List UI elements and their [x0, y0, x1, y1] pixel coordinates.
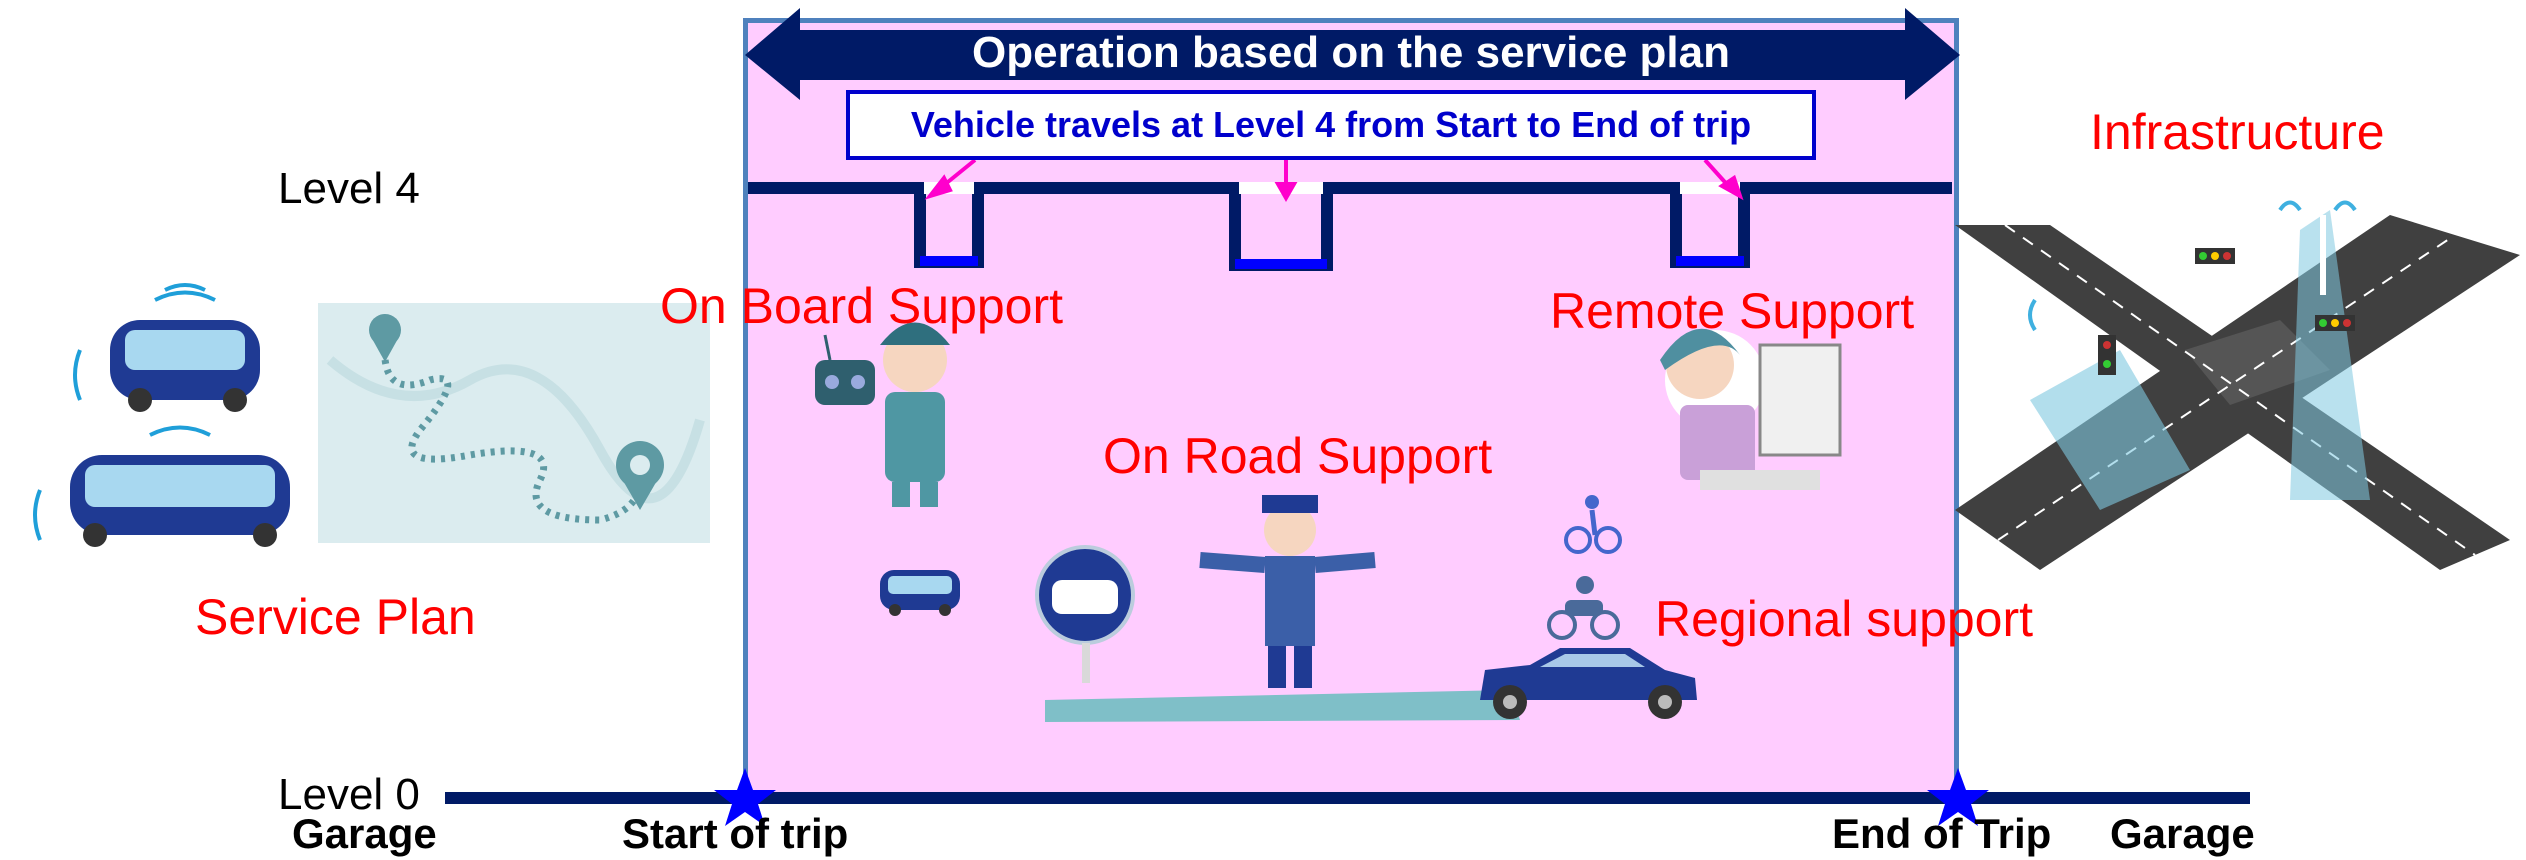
level4-line	[748, 182, 1952, 271]
operation-banner-text: Operation based on the service plan	[972, 28, 1730, 77]
on-board-support-label: On Board Support	[660, 278, 1064, 334]
dip-bar-1	[920, 256, 978, 266]
garage-left-label: Garage	[292, 810, 437, 857]
remote-operator-icon	[1660, 328, 1842, 490]
remote-support-label: Remote Support	[1550, 283, 1915, 339]
motorcycle-icon	[1547, 576, 1620, 640]
garage-right-label: Garage	[2110, 810, 2255, 857]
start-of-trip-label: Start of trip	[622, 810, 849, 857]
end-star	[1927, 768, 1989, 826]
route-map-icon	[318, 303, 710, 543]
intersection-icon	[1955, 200, 2520, 570]
infrastructure-label: Infrastructure	[2090, 104, 2385, 160]
car-icon	[1480, 648, 1697, 719]
police-officer-icon	[1199, 495, 1376, 688]
bicycle-icon	[1564, 495, 1622, 554]
level-4-label: Level 4	[278, 164, 420, 213]
dip-bar-2	[1235, 259, 1327, 269]
autonomous-shuttle-small-icon	[73, 283, 260, 412]
pointer-arrows	[924, 158, 1744, 203]
small-shuttle-icon	[880, 570, 960, 616]
level-0-label: Level 0	[278, 770, 420, 819]
start-star	[714, 768, 776, 826]
trip-description-box: Vehicle travels at Level 4 from Start to…	[846, 90, 1816, 160]
road-strip-icon	[1045, 690, 1520, 722]
on-road-support-label: On Road Support	[1103, 428, 1493, 484]
service-plan-label: Service Plan	[195, 589, 476, 645]
onboard-attendant-icon	[880, 322, 950, 507]
autonomous-shuttle-large-icon	[33, 425, 290, 547]
dip-bar-3	[1676, 256, 1744, 266]
operation-arrow	[745, 8, 1960, 100]
end-of-trip-label: End of Trip	[1832, 810, 2052, 857]
remote-controller-icon	[815, 334, 875, 405]
shuttle-road-sign-icon	[1035, 545, 1135, 683]
regional-support-label: Regional support	[1655, 591, 2034, 647]
